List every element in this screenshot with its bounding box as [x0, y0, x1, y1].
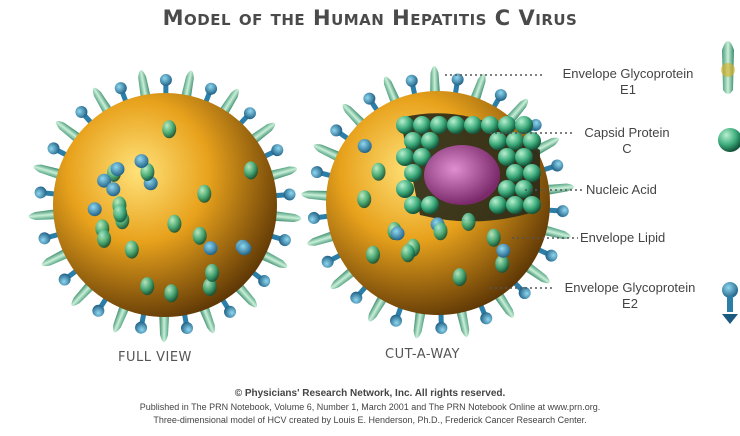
caption-cut-away: CUT-A-WAY: [385, 347, 460, 362]
footer-credit: Three-dimensional model of HCV created b…: [0, 415, 740, 425]
label-envelope-glycoprotein-e1: Envelope Glycoprotein E1: [548, 66, 708, 98]
legend-icons: [718, 41, 740, 324]
label-envelope-lipid: Envelope Lipid: [580, 230, 690, 246]
label-capsid-protein: Capsid Protein C: [572, 125, 682, 157]
label-envelope-glycoprotein-e2: Envelope Glycoprotein E2: [550, 280, 710, 312]
label-e1-line1: Envelope Glycoprotein: [548, 66, 708, 82]
label-e1-line2: E1: [548, 82, 708, 98]
label-e2-line2: E2: [550, 296, 710, 312]
label-capsid-line1: Capsid Protein: [572, 125, 682, 141]
caption-full-view: FULL VIEW: [118, 350, 192, 365]
glycoprotein-e2-icon: [722, 282, 738, 324]
footer-copyright: © Physicians' Research Network, Inc. All…: [0, 388, 740, 399]
capsid-protein-icon: [718, 128, 740, 152]
label-nucleic-acid: Nucleic Acid: [586, 182, 682, 198]
footer-publication: Published in The PRN Notebook, Volume 6,…: [0, 402, 740, 412]
label-e2-line1: Envelope Glycoprotein: [550, 280, 710, 296]
cut-away-virus: [301, 66, 575, 339]
full-view-virus: [28, 69, 302, 342]
nucleic-acid-core: [424, 145, 500, 205]
label-capsid-line2: C: [572, 141, 682, 157]
glycoprotein-e1-icon: [721, 41, 735, 94]
